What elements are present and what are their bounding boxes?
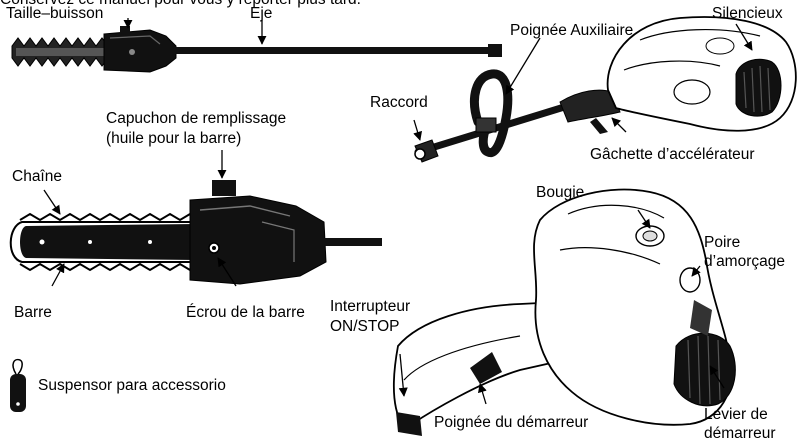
label-capuchon-line1: Capuchon de remplissage [106,110,286,128]
label-levier-line1: Levier de [704,406,768,424]
label-poignee-auxiliaire: Poignée Auxiliaire [510,22,633,40]
label-poire-line1: Poire [704,234,740,252]
label-poignee-demarreur: Poignée du démarreur [434,414,588,432]
label-barre: Barre [14,304,52,322]
label-ecrou: Écrou de la barre [186,304,305,322]
label-eje: Eje [250,5,272,23]
accessory-hanger [10,360,26,412]
label-chaine: Chaîne [12,168,62,186]
shaft [174,44,502,57]
label-levier-line2: démarreur [704,425,776,443]
label-taille-buisson: Taille–buisson [6,5,103,23]
label-silencieux: Silencieux [712,5,783,23]
label-suspensor: Suspensor para accessorio [38,377,226,395]
label-raccord: Raccord [370,94,428,112]
label-capuchon-line2: (huile pour la barre) [106,130,241,148]
label-interrupteur-line1: Interrupteur [330,298,410,316]
pole-saw-attachment [11,180,382,284]
label-interrupteur-line2: ON/STOP [330,318,399,336]
label-bougie: Bougie [536,184,584,202]
hedge-trimmer-attachment [12,26,176,72]
label-poire-line2: d’amorçage [704,253,785,271]
label-gachette: Gâchette d’accélérateur [590,146,755,164]
power-head-bottom [394,190,735,436]
